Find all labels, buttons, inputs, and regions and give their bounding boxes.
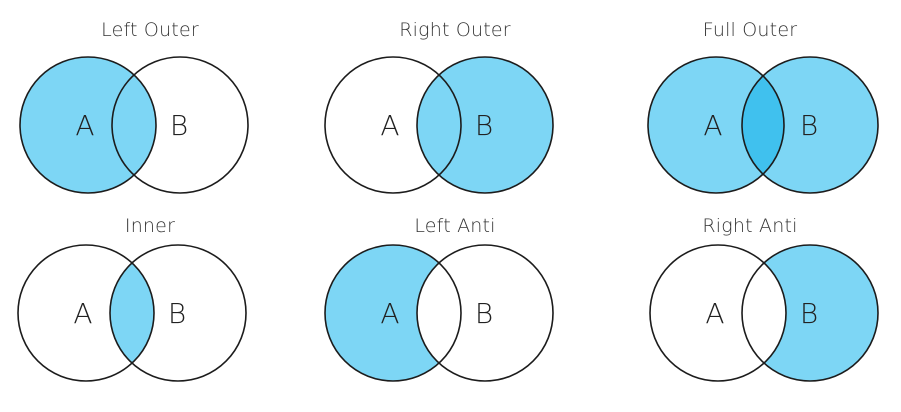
label-a: A — [380, 109, 399, 142]
circle-a-outline — [647, 56, 785, 194]
label-a: A — [73, 297, 92, 330]
region-overlap — [742, 245, 786, 381]
circle-a-outline — [17, 244, 155, 382]
label-b: B — [170, 109, 188, 142]
diagram-title: Full Outer — [702, 19, 798, 41]
region-overlap — [417, 245, 461, 381]
label-b: B — [475, 297, 493, 330]
circle-a-outline — [324, 244, 462, 382]
region-a — [648, 57, 784, 193]
label-a: A — [703, 109, 722, 142]
region-b — [742, 57, 878, 193]
circle-a-outline — [649, 244, 787, 382]
label-b: B — [475, 109, 493, 142]
circle-a-outline — [19, 56, 157, 194]
circle-b-outline — [416, 56, 554, 194]
label-a: A — [75, 109, 94, 142]
label-b: B — [800, 297, 818, 330]
label-a: A — [705, 297, 724, 330]
circle-b-outline — [416, 244, 554, 382]
diagram-title: Right Anti — [702, 215, 798, 237]
label-b: B — [800, 109, 818, 142]
label-a: A — [380, 297, 399, 330]
circle-b-outline — [109, 244, 247, 382]
region-overlap — [417, 57, 461, 193]
label-b: B — [168, 297, 186, 330]
diagram-title: Right Outer — [399, 19, 511, 41]
diagram-title: Left Anti — [414, 215, 496, 237]
region-overlap — [112, 57, 156, 193]
circle-b-outline — [741, 244, 879, 382]
diagram-title: Inner — [124, 215, 176, 237]
circle-b-outline — [111, 56, 249, 194]
diagram-title: Left Outer — [101, 19, 199, 41]
circle-a-outline — [324, 56, 462, 194]
region-overlap — [110, 245, 154, 381]
circle-b-outline — [741, 56, 879, 194]
